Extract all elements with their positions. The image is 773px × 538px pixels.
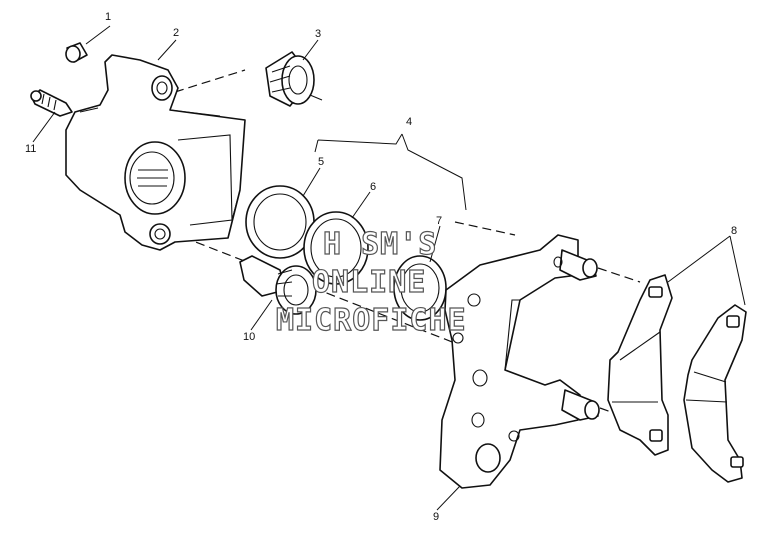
watermark-line-1: H SM'S [323,227,437,262]
part-9-bracket [439,234,600,489]
callout-3: 3 [315,28,321,40]
part-1-bushing [65,42,88,63]
callout-6: 6 [370,181,376,193]
watermark: H SM'S ONLINE MICROFICHE [275,226,467,338]
watermark-line-2: ONLINE [312,265,426,300]
callout-11: 11 [25,143,36,155]
callout-8: 8 [731,225,737,237]
callout-labels: 1 2 3 4 5 6 7 8 9 10 11 [25,11,737,523]
callout-1: 1 [105,11,111,23]
part-10-boot [239,255,317,315]
callout-9: 9 [433,511,439,523]
leader-lines [32,25,746,511]
callout-4-brace [314,133,467,211]
part-6-seal [303,211,369,285]
part-2-caliper-body [65,54,246,251]
callout-2: 2 [173,27,179,39]
callout-7: 7 [436,215,442,227]
part-11-bleeder-screw [30,89,73,117]
watermark-line-3: MICROFICHE [276,303,467,338]
part-3-boot [265,51,323,107]
callout-10: 10 [243,331,255,343]
part-7-piston [393,255,447,321]
callout-5: 5 [318,156,324,168]
callout-4: 4 [406,116,412,128]
part-8-brake-pads [607,274,747,483]
